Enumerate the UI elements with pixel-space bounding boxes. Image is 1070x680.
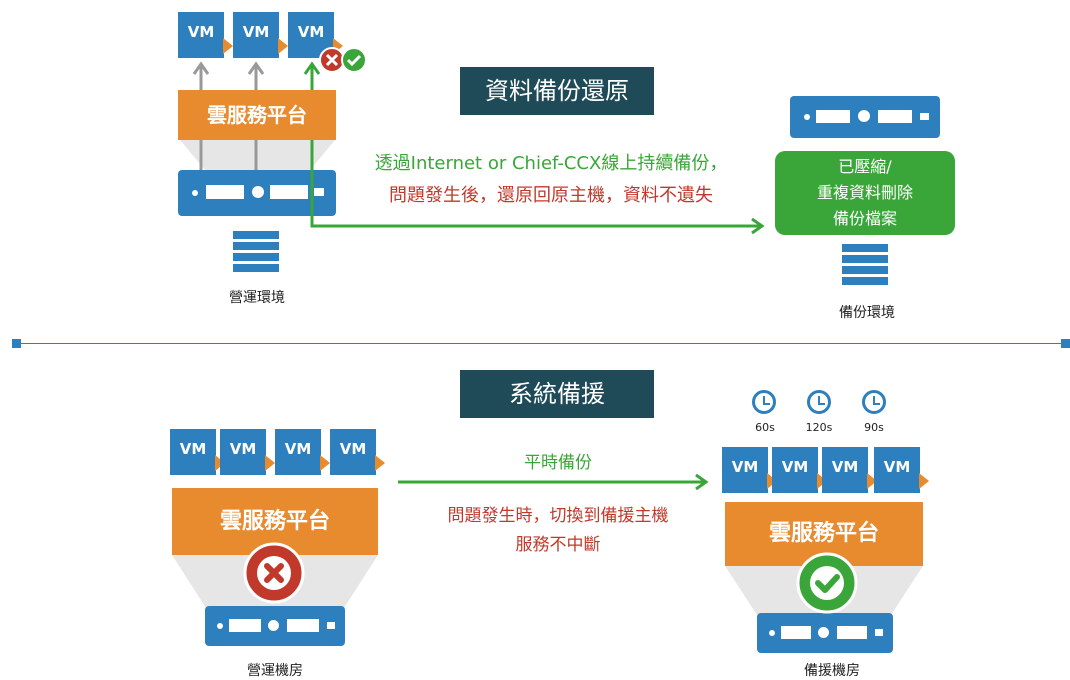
backup-env-label: 備份環境 xyxy=(839,305,895,321)
backup-box-line: 備份檔案 xyxy=(832,209,897,228)
vm-box: VM xyxy=(275,429,330,475)
timer-icon xyxy=(862,390,886,414)
server-icon xyxy=(178,170,336,216)
cloud-platform-bar: 雲服務平台 xyxy=(178,90,336,140)
vm-box: VM xyxy=(170,429,225,475)
vm-box: VM xyxy=(822,447,877,493)
divider-line xyxy=(21,343,1063,344)
failover-description-line2: 服務不中斷 xyxy=(515,535,601,555)
section-title: 系統備援 xyxy=(460,370,654,418)
failover-arrow xyxy=(398,473,709,491)
routine-backup-label: 平時備份 xyxy=(524,453,592,473)
divider-end-left xyxy=(12,339,21,348)
backup-description-line1: 透過Internet or Chief-CCX線上持續備份， xyxy=(374,153,728,174)
vm-box: VM xyxy=(178,12,233,58)
backup-box-line: 重複資料刪除 xyxy=(816,183,913,202)
vm-box: VM xyxy=(722,447,777,493)
vm-box: VM xyxy=(874,447,929,493)
vm-box: VM xyxy=(330,429,385,475)
backup-server-icon xyxy=(790,96,940,138)
vm-box: VM xyxy=(288,12,343,58)
divider-end-right xyxy=(1061,339,1070,348)
vm-box: VM xyxy=(220,429,275,475)
backup-description-line2: 問題發生後，還原回原主機，資料不遺失 xyxy=(389,185,713,206)
failover-description-line1: 問題發生時，切換到備援主機 xyxy=(447,506,669,526)
failure-icon xyxy=(243,542,305,604)
backup-arrow xyxy=(310,140,765,235)
prod-room-label: 營運機房 xyxy=(247,663,303,679)
fail-success-icon xyxy=(319,47,367,73)
server-icon xyxy=(205,606,345,646)
timer-label: 120s xyxy=(805,421,833,434)
prod-env-label: 營運環境 xyxy=(229,290,285,306)
storage-stack-icon xyxy=(233,231,279,275)
timer-label: 60s xyxy=(755,421,775,434)
section-title: 資料備份還原 xyxy=(460,67,654,115)
server-icon xyxy=(757,613,893,653)
backup-file-box: 已壓縮/ 重複資料刪除 備份檔案 xyxy=(775,151,955,235)
vm-box: VM xyxy=(772,447,827,493)
timer-icon xyxy=(752,390,776,414)
backup-room-label: 備援機房 xyxy=(804,663,860,679)
storage-stack-icon xyxy=(842,244,888,288)
vm-box: VM xyxy=(233,12,288,58)
timer-label: 90s xyxy=(864,421,884,434)
backup-box-line: 已壓縮/ xyxy=(838,157,892,176)
success-icon xyxy=(796,552,858,614)
timer-icon xyxy=(807,390,831,414)
